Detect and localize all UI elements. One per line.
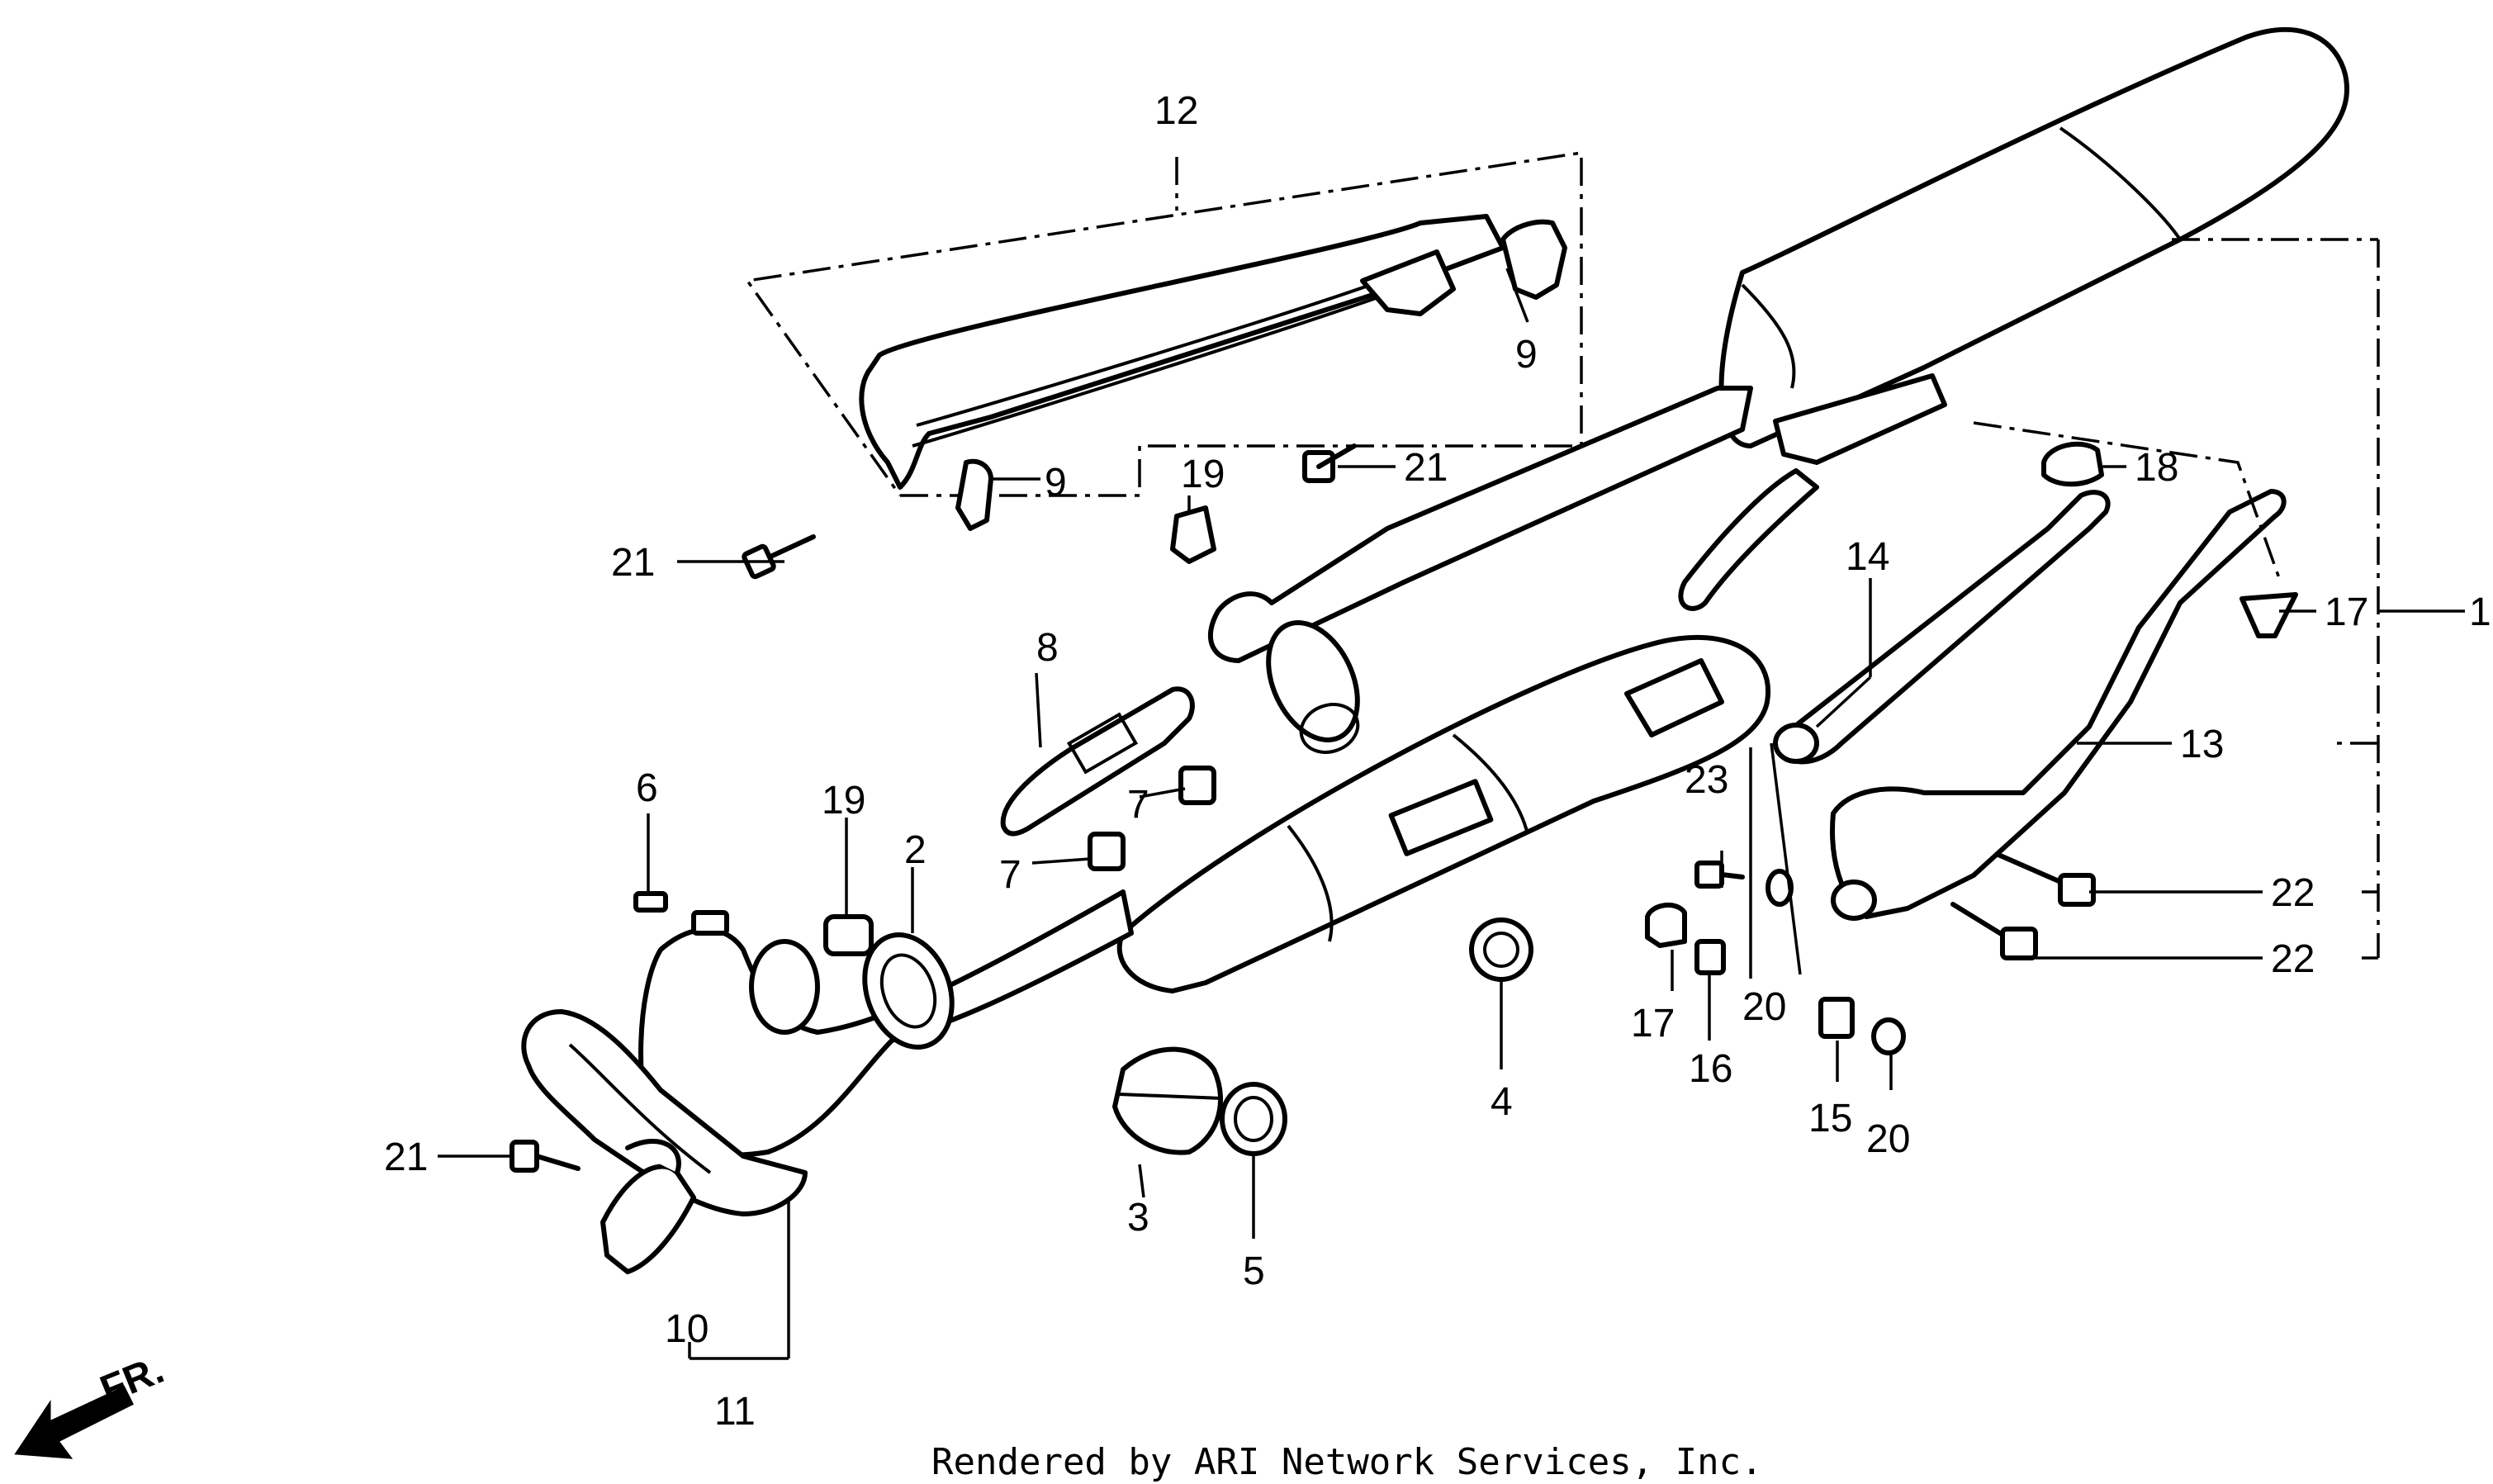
- callout-15: 15: [1808, 1097, 1852, 1140]
- callout-7a: 7: [1127, 783, 1149, 827]
- bracket-13: [1830, 489, 2287, 921]
- gasket-4: [1469, 917, 1533, 982]
- callout-11: 11: [714, 1390, 756, 1434]
- callout-1: 1: [2469, 590, 2491, 634]
- bolt-21-top: [1302, 443, 1357, 483]
- callout-16: 16: [1689, 1047, 1732, 1091]
- callout-21b: 21: [611, 541, 655, 585]
- callout-3: 3: [1127, 1196, 1149, 1240]
- damper-7-upper: [1178, 766, 1216, 805]
- gasket-3: [1112, 1046, 1223, 1155]
- front-direction-indicator: FR.: [14, 1348, 170, 1459]
- callout-12: 12: [1154, 89, 1198, 133]
- callout-18: 18: [2135, 446, 2178, 490]
- lower-pipe-inlet: [749, 939, 820, 1035]
- pipe-tab: [691, 910, 729, 936]
- upper-pipe-outlet: [1266, 620, 1360, 742]
- callout-8: 8: [1036, 626, 1059, 670]
- crossover-tube: [1678, 468, 1819, 611]
- callout-4: 4: [1491, 1080, 1513, 1124]
- callout-19a: 19: [1181, 453, 1225, 496]
- callout-9b: 9: [1045, 461, 1067, 505]
- collar-19-upper: [1170, 505, 1216, 564]
- upper-muffler: [1207, 26, 2350, 754]
- upper-muffler-body: [1718, 26, 2350, 448]
- callout-22b: 22: [2271, 937, 2315, 981]
- bolt-23: [1694, 861, 1745, 889]
- callouts: 1 2 3 4 5 6 7 7 8 9 9 10 11 12 13 14 15 …: [384, 89, 2491, 1434]
- washer-20-upper: [1765, 869, 1794, 907]
- callout-17a: 17: [1631, 1002, 1675, 1045]
- lower-muffler-label-plate: [1388, 779, 1494, 856]
- bolt-21-bottom: [510, 1140, 581, 1173]
- bolt-22-lower: [1950, 902, 2038, 960]
- bolt-22-upper: [1996, 852, 2096, 907]
- clip-6: [633, 891, 668, 913]
- callout-20b: 20: [1866, 1117, 1910, 1161]
- clamp-9-upper: [1500, 219, 1567, 300]
- damper-7-lower: [1088, 832, 1126, 871]
- callout-21c: 21: [384, 1136, 428, 1179]
- callout-21a: 21: [1404, 446, 1448, 490]
- callout-9a: 9: [1515, 333, 1538, 377]
- nut-15: [1818, 997, 1855, 1039]
- clamp-9-lower: [955, 458, 993, 531]
- gasket-plate-8: [1000, 686, 1195, 837]
- washer-20-lower: [1871, 1017, 1906, 1055]
- callout-5: 5: [1243, 1249, 1265, 1293]
- callout-10: 10: [665, 1307, 709, 1351]
- grommet-17-left: [1645, 902, 1687, 948]
- shield-bracket-upper: [1360, 249, 1456, 316]
- clamp-10: [600, 1164, 696, 1274]
- upper-heat-shield: [859, 214, 1505, 490]
- callout-13: 13: [2180, 723, 2224, 766]
- lower-muffler-mount: [1624, 658, 1724, 737]
- callout-6: 6: [636, 766, 658, 810]
- callout-2: 2: [904, 828, 927, 872]
- callout-14: 14: [1846, 535, 1889, 579]
- bracket-14: [1773, 490, 2111, 765]
- callout-17b: 17: [2325, 590, 2368, 634]
- muffler-bracket: [1773, 373, 1947, 465]
- callout-22a: 22: [2271, 871, 2315, 915]
- gasket-5: [1220, 1082, 1287, 1156]
- cap-nut-18: [2041, 441, 2104, 487]
- bolt-21-left: [742, 534, 816, 580]
- grommet-17-right: [2239, 592, 2298, 638]
- callout-23: 23: [1685, 758, 1728, 802]
- callout-20a: 20: [1742, 985, 1786, 1029]
- leader-lines: [438, 238, 2465, 1239]
- heat-shield-assembly-group: [744, 150, 1583, 531]
- footer-credit: Rendered by ARI Network Services, Inc.: [931, 1441, 1763, 1483]
- callout-19b: 19: [822, 779, 865, 823]
- collar-19-lower: [823, 914, 874, 956]
- front-arrow-icon: [14, 1386, 135, 1459]
- bolt-16: [1694, 939, 1726, 975]
- upper-exhaust-pipe: [1207, 386, 1753, 663]
- collar-2: [862, 932, 955, 1050]
- lower-heat-shield: [521, 1009, 808, 1216]
- callout-7b: 7: [999, 853, 1021, 897]
- lower-heat-shield-group: [521, 1009, 808, 1360]
